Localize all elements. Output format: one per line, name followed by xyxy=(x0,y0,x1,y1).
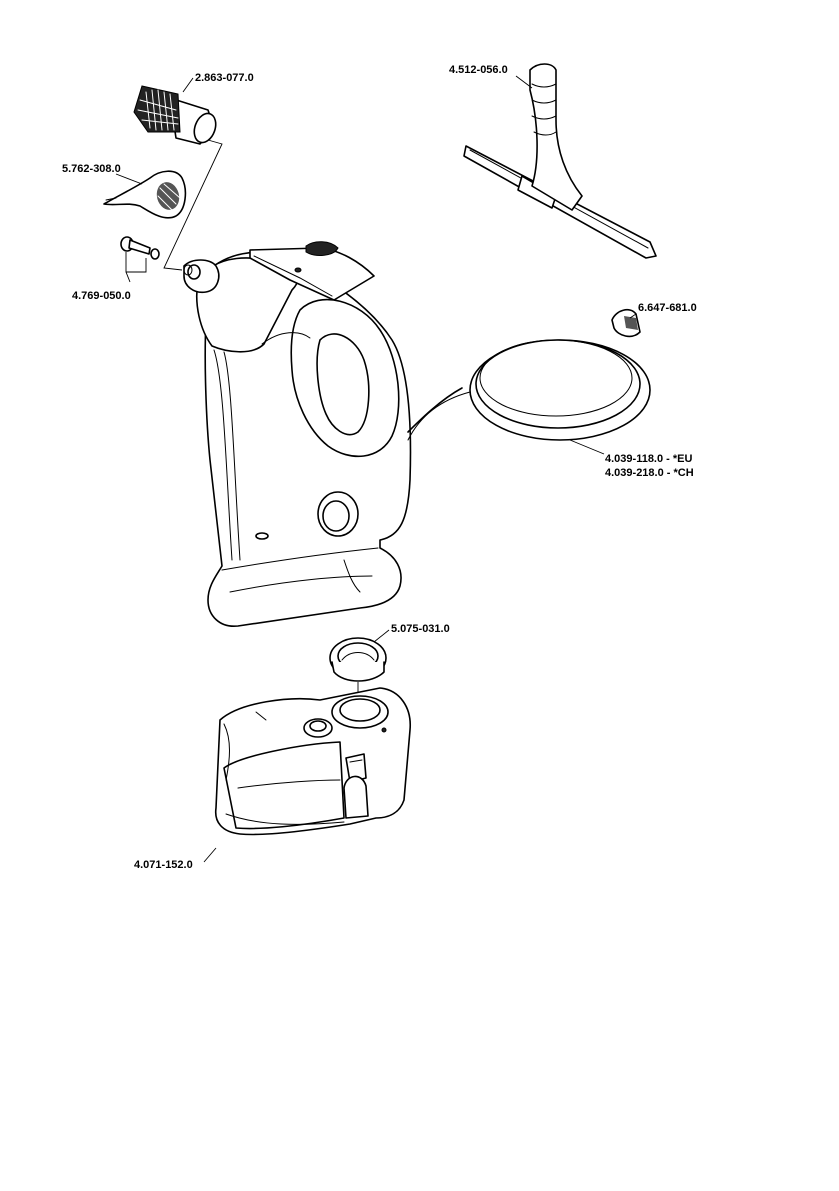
nozzle-part-number: 5.762-308.0 xyxy=(62,163,121,175)
clip-part-number: 6.647-681.0 xyxy=(638,302,697,314)
screw-and-oring-part xyxy=(121,237,159,259)
base-station-part xyxy=(216,688,411,835)
squeegee-part-number: 4.512-056.0 xyxy=(449,64,508,76)
detail-nozzle-part xyxy=(104,171,185,218)
filter-cap-part xyxy=(330,638,386,681)
steam-cleaner-body xyxy=(184,242,462,626)
round-brush-part xyxy=(134,86,220,146)
power-cable-coil xyxy=(408,340,650,440)
cable-ch-part-number: 4.039-218.0 - *CH xyxy=(605,467,694,479)
filter-cap-part-number: 5.075-031.0 xyxy=(391,623,450,635)
base-part-number: 4.071-152.0 xyxy=(134,859,193,871)
window-squeegee-part xyxy=(464,64,656,258)
screw-part-number: 4.769-050.0 xyxy=(72,290,131,302)
cable-eu-part-number: 4.039-118.0 - *EU xyxy=(605,453,693,465)
brush-bristles xyxy=(134,86,180,132)
brush-part-number: 2.863-077.0 xyxy=(195,72,254,84)
